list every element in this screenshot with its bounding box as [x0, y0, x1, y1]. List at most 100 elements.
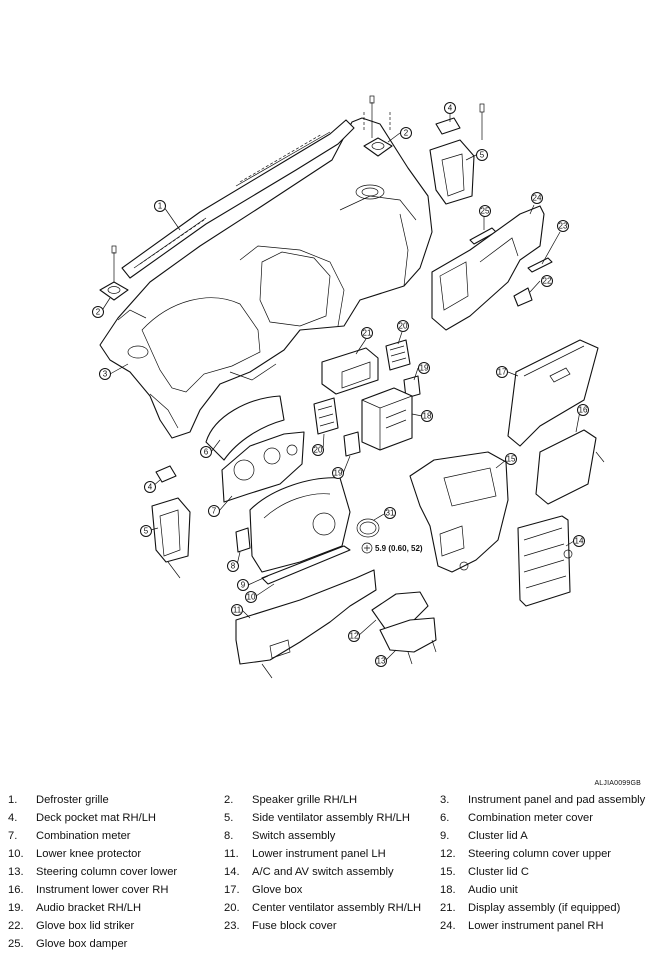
callout-24: 24	[531, 192, 543, 204]
legend-label: A/C and AV switch assembly	[252, 866, 394, 878]
callout-21: 21	[361, 327, 373, 339]
legend-item: 6. Combination meter cover	[440, 809, 650, 827]
legend-number: 15.	[440, 866, 456, 878]
legend-item: 3. Instrument panel and pad assembly	[440, 791, 650, 809]
svg-text:20: 20	[399, 322, 408, 331]
svg-text:16: 16	[579, 406, 588, 415]
svg-text:8: 8	[231, 562, 236, 571]
svg-text:19: 19	[334, 469, 343, 478]
legend-label: Combination meter cover	[468, 812, 593, 824]
legend-number: 21.	[440, 902, 456, 914]
legend-number: 4.	[8, 812, 18, 824]
svg-text:5: 5	[144, 527, 149, 536]
legend-label: Instrument panel and pad assembly	[468, 794, 646, 806]
legend-label: Deck pocket mat RH/LH	[36, 812, 156, 824]
callout-7: 7	[208, 505, 220, 517]
audio-unit	[361, 387, 413, 451]
callout-14: 14	[573, 535, 585, 547]
legend-item: 11.Lower instrument panel LH	[224, 845, 440, 863]
legend-number: 18.	[440, 884, 456, 896]
legend-item: 7.Combination meter	[8, 827, 224, 845]
lower-knee-protector	[261, 545, 351, 585]
instrument-lower-cover-rh	[535, 429, 605, 505]
figure-code: ALJIA0099GB	[594, 780, 641, 787]
legend-item: 16.Instrument lower cover RH	[8, 881, 224, 899]
legend-number: 16.	[8, 884, 24, 896]
legend-label: Speaker grille RH/LH	[252, 794, 358, 806]
legend-number: 3.	[440, 794, 450, 806]
callout-3: 3	[99, 368, 111, 380]
callout-18: 18	[421, 410, 433, 422]
legend-item: 23. Fuse block cover	[224, 917, 440, 935]
callout-11: 11	[231, 604, 243, 616]
legend-number: 20.	[224, 902, 240, 914]
legend-item: 13.Steering column cover lower	[8, 863, 224, 881]
svg-text:1: 1	[158, 202, 163, 211]
svg-text:12: 12	[350, 632, 359, 641]
legend-number: 19.	[8, 902, 24, 914]
o-ring	[356, 518, 380, 538]
legend-number: 5.	[224, 812, 234, 824]
svg-text:17: 17	[498, 368, 507, 377]
legend-label: Side ventilator assembly RH/LH	[252, 812, 410, 824]
speaker-grille-lh	[99, 245, 129, 301]
legend-number: 14.	[224, 866, 240, 878]
legend-number: 13.	[8, 866, 24, 878]
side-ventilator-rh	[429, 103, 485, 205]
callout-9: 9	[237, 579, 249, 591]
svg-text:5: 5	[480, 151, 485, 160]
display-assembly	[321, 347, 379, 395]
callout-1: 1	[154, 200, 166, 212]
callout-15: 15	[505, 453, 517, 465]
svg-text:20: 20	[314, 446, 323, 455]
steering-column-cover-lower	[379, 617, 437, 665]
svg-text:10: 10	[247, 593, 256, 602]
svg-text:18: 18	[423, 412, 432, 421]
svg-text:14: 14	[575, 537, 584, 546]
svg-text:22: 22	[543, 277, 552, 286]
legend-item: 1.Defroster grille	[8, 791, 224, 809]
callout-31: 31	[384, 507, 396, 519]
cluster-lid-a	[249, 477, 351, 573]
legend-item: 14. A/C and AV switch assembly	[224, 863, 440, 881]
callout-2-lh: 2	[92, 306, 104, 318]
callout-23: 23	[557, 220, 569, 232]
legend-number: 12.	[440, 848, 456, 860]
legend-number: 2.	[224, 794, 234, 806]
legend-number: 6.	[440, 812, 450, 824]
legend-label: Steering column cover upper	[468, 848, 612, 860]
legend-item: 4. Deck pocket mat RH/LH	[8, 809, 224, 827]
legend-label: Fuse block cover	[252, 920, 337, 932]
callout-12: 12	[348, 630, 360, 642]
svg-text:2: 2	[96, 308, 101, 317]
legend-label: Lower instrument panel RH	[468, 920, 604, 932]
instrument-panel-pad	[99, 117, 433, 439]
callout-5-lh: 5	[140, 525, 152, 537]
legend-item: 18.Audio unit	[440, 881, 650, 899]
svg-text:11: 11	[233, 606, 242, 615]
callout-19-rh: 19	[418, 362, 430, 374]
legend-item: 2. Speaker grille RH/LH	[224, 791, 440, 809]
legend-label: Center ventilator assembly RH/LH	[252, 902, 422, 914]
legend-number: 22.	[8, 920, 24, 932]
svg-text:13: 13	[377, 657, 386, 666]
legend-item: 15.Cluster lid C	[440, 863, 650, 881]
lower-instrument-panel-lh	[235, 569, 377, 679]
speaker-grille-rh	[363, 95, 393, 157]
svg-text:4: 4	[448, 104, 453, 113]
center-ventilator-lh	[313, 397, 339, 435]
legend-item: 12. Steering column cover upper	[440, 845, 650, 863]
ac-av-switch-assembly	[517, 515, 573, 607]
side-ventilator-lh	[151, 465, 191, 579]
legend-item: 22.Glove box lid striker	[8, 917, 224, 935]
center-ventilator-rh	[385, 339, 411, 371]
legend-label: Defroster grille	[36, 794, 109, 806]
glove-box-lid-striker	[513, 287, 533, 307]
combination-meter-cover	[205, 395, 285, 461]
callout-6: 6	[200, 446, 212, 458]
glove-box	[507, 339, 599, 447]
svg-text:4: 4	[148, 483, 153, 492]
legend-item: 8.Switch assembly	[224, 827, 440, 845]
legend-number: 23.	[224, 920, 240, 932]
